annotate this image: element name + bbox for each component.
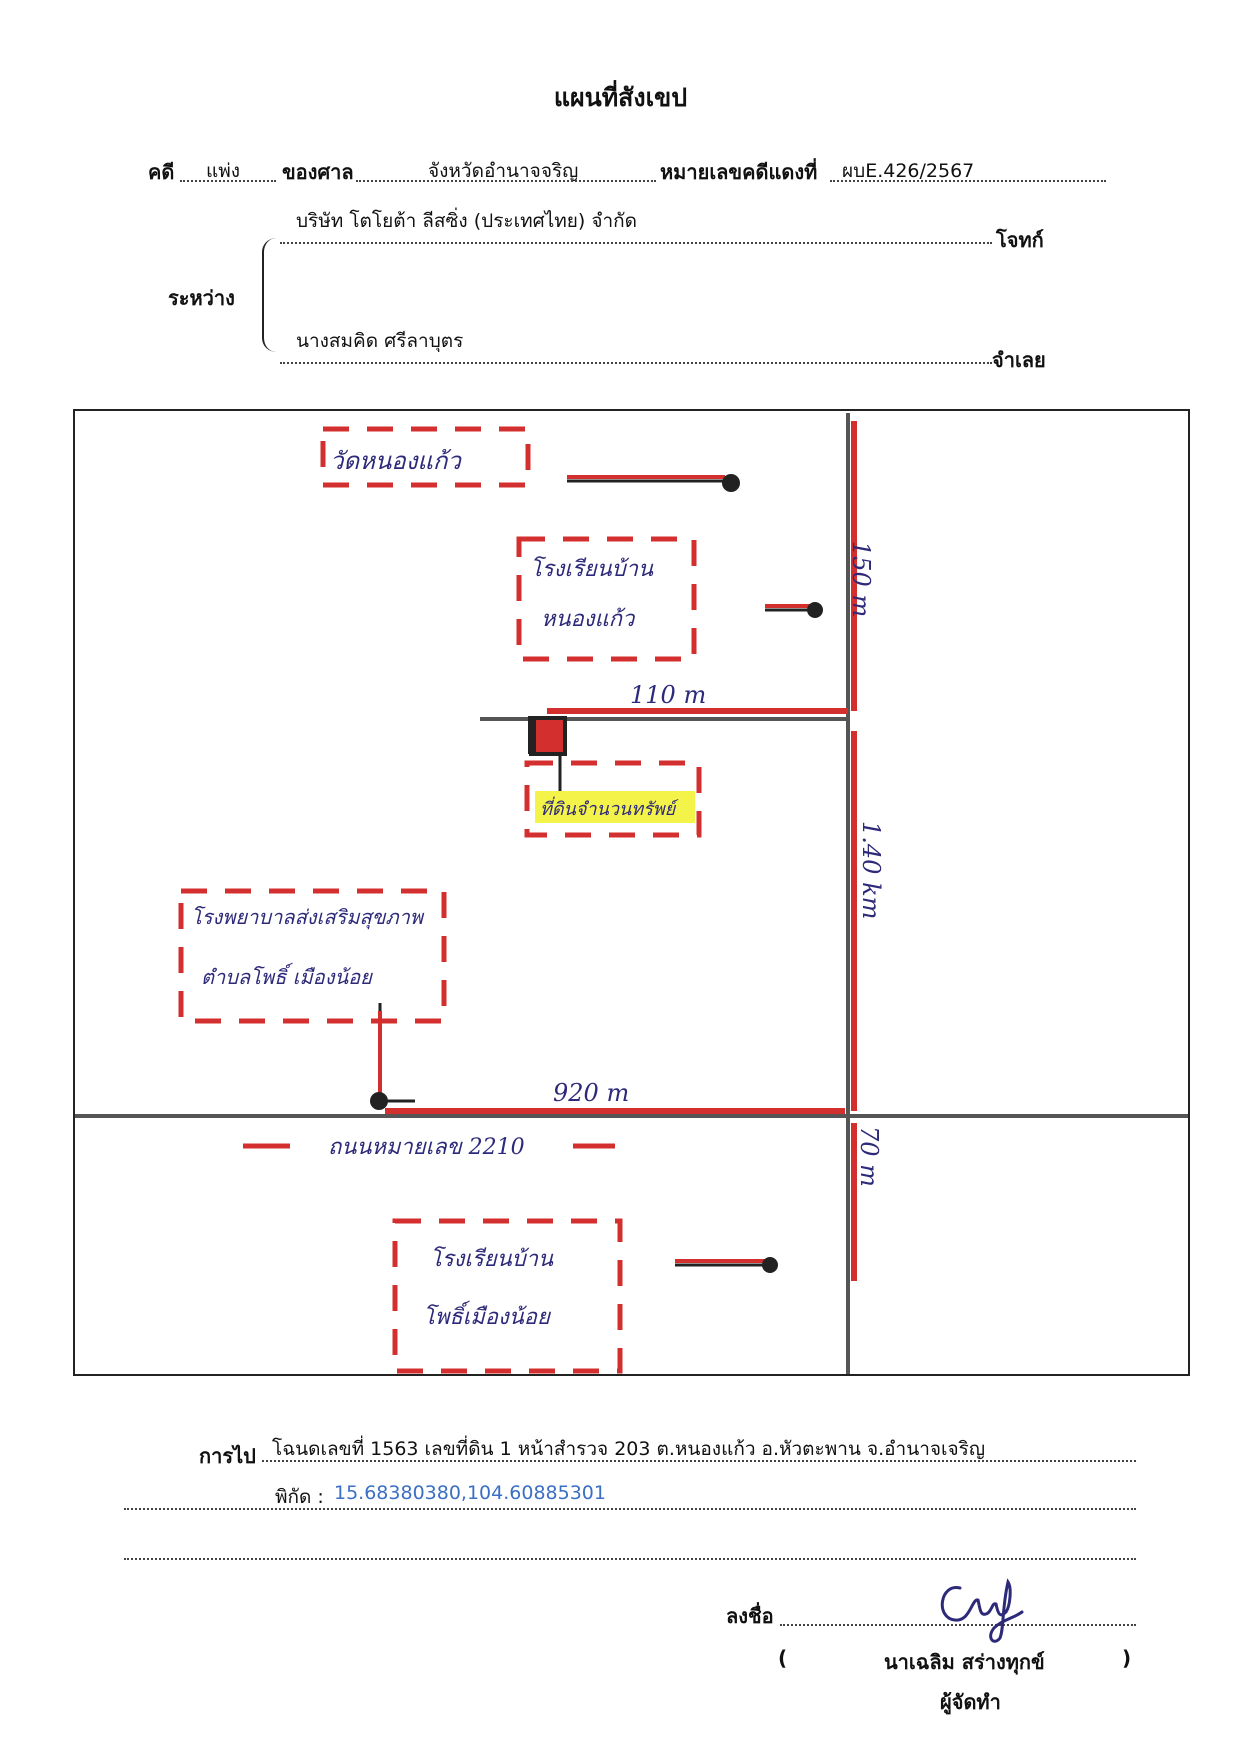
case-label: คดี [148, 160, 175, 184]
road-number-label: ถนนหมายเลข 2210 [328, 1135, 525, 1160]
hospital-label-line2: ตำบลโพธิ์ เมืองน้อย [201, 965, 372, 989]
dotted-line [280, 242, 992, 244]
brace-icon [262, 238, 282, 352]
map-drawing [75, 413, 1188, 1374]
defendant-label: จำเลย [992, 348, 1046, 372]
signatory-role: ผู้จัดทำ [940, 1690, 1001, 1714]
target-property-label: ที่ดินจำนวนทรัพย์ [540, 799, 676, 820]
red-case-no-label: หมายเลขคดีแดงที่ [660, 160, 818, 184]
school2-label-frame [392, 1218, 623, 1374]
distance-920m-label: 920 m [553, 1079, 630, 1107]
wat-label-frame [320, 426, 531, 488]
wat-label: วัดหนองแก้ว [330, 447, 461, 475]
target-label-frame [524, 760, 702, 838]
distance-70m-label: 70 m [855, 1126, 883, 1187]
close-paren: ) [1122, 1646, 1132, 1670]
red-road-markings [385, 421, 857, 1281]
directions-label: การไป [199, 1444, 256, 1468]
dotted-line [124, 1558, 1136, 1560]
hospital-location-marker [370, 1092, 388, 1110]
hospital-label-frame [178, 888, 447, 1024]
signature-icon [940, 1578, 1024, 1643]
dotted-line [780, 1624, 1136, 1626]
plaintiff-label: โจทก์ [996, 228, 1044, 252]
wat-location-marker [722, 474, 740, 492]
school1-label-line1: โรงเรียนบ้าน [530, 557, 653, 582]
sketch-map: วัดหนองแก้ว โรงเรียนบ้าน หนองแก้ว 150 m … [73, 409, 1190, 1376]
target-parcel-marker [529, 716, 567, 756]
dotted-line [280, 362, 992, 364]
dotted-line [180, 180, 276, 182]
school2-location-marker [762, 1257, 778, 1273]
dotted-line [356, 180, 656, 182]
defendant-name: นางสมคิด ศรีลาบุตร [296, 330, 464, 352]
school1-label-frame [516, 536, 697, 662]
page-title: แผนที่สังเขป [553, 83, 688, 112]
plaintiff-name: บริษัท โตโยต้า ลีสซิ่ง (ประเทศไทย) จำกัด [296, 210, 638, 232]
court-name: จังหวัดอำนาจจริญ [428, 160, 579, 182]
school1-label-line2: หนองแก้ว [541, 607, 635, 632]
coordinate-value: 15.68380380,104.60885301 [334, 1482, 606, 1504]
between-label: ระหว่าง [168, 286, 235, 310]
distance-1-40km-label: 1.40 km [857, 821, 885, 920]
dotted-line [830, 180, 1106, 182]
coordinate-label: พิกัด : [275, 1486, 324, 1508]
school1-location-marker [807, 602, 823, 618]
school2-label-line1: โรงเรียนบ้าน [430, 1247, 553, 1272]
dotted-line [124, 1508, 1136, 1510]
hospital-label-line1: โรงพยาบาลส่งเสริมสุขภาพ [191, 905, 423, 929]
red-case-no: ผบE.426/2567 [842, 160, 975, 182]
court-label: ของศาล [282, 160, 354, 184]
school2-label-line2: โพธิ์เมืองน้อย [423, 1305, 550, 1330]
distance-150m-label: 150 m [847, 541, 875, 618]
directions-text: โฉนดเลขที่ 1563 เลขที่ดิน 1 หน้าสำรวจ 20… [272, 1438, 986, 1460]
dotted-line [262, 1460, 1136, 1462]
open-paren: ( [778, 1646, 788, 1670]
target-highlight [535, 791, 695, 823]
distance-110m-label: 110 m [630, 681, 707, 709]
sign-label: ลงชื่อ [726, 1604, 774, 1628]
signatory-name: นาเฉลิม สร่างทุกข์ [884, 1650, 1045, 1674]
case-type: แพ่ง [206, 160, 241, 182]
